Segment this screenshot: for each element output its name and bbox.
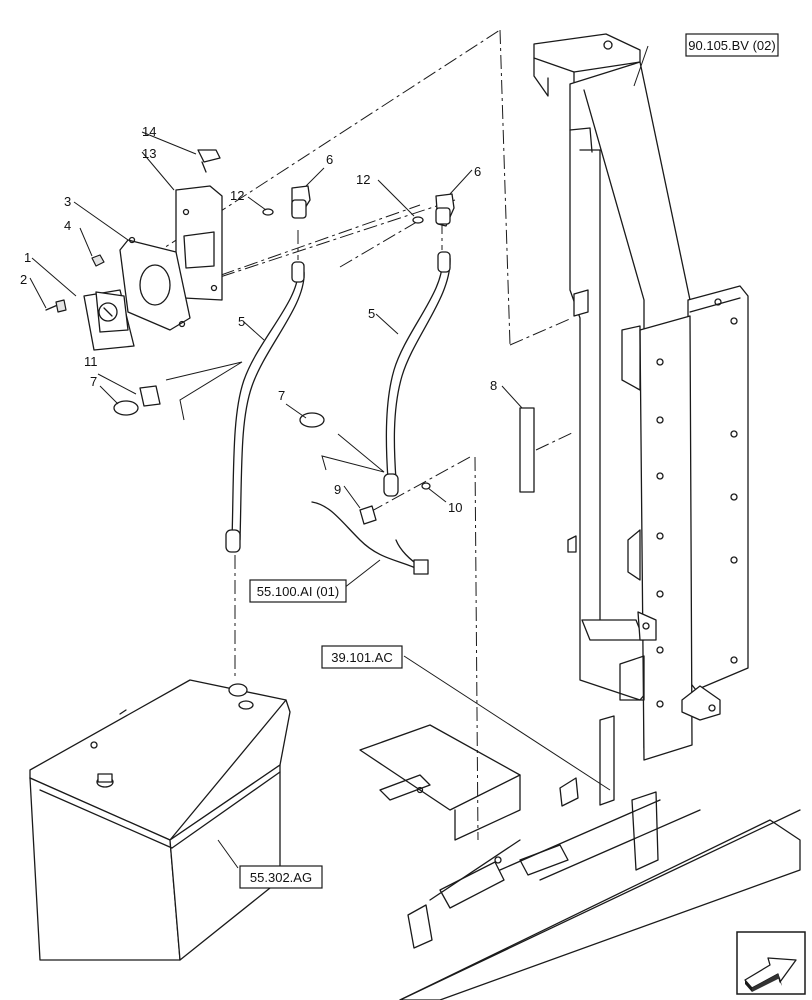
callout-5a: 5 [238,314,245,329]
callout-14: 14 [142,124,156,139]
callout-9: 9 [334,482,341,497]
callout-6a: 6 [326,152,333,167]
callout-8: 8 [490,378,497,393]
callout-6b: 6 [474,164,481,179]
leader-lines [29,45,649,869]
callout-7b: 7 [278,388,285,403]
callout-3: 3 [64,194,71,209]
svg-text:39.101.AC: 39.101.AC [331,650,392,665]
callout-13: 13 [142,146,156,161]
base-frame [359,715,801,1000]
callout-10: 10 [448,500,462,515]
callout-11: 11 [84,354,98,369]
svg-text:55.302.AG: 55.302.AG [250,870,312,885]
callout-12b: 12 [356,172,370,187]
svg-text:55.100.AI (01): 55.100.AI (01) [257,584,339,599]
arrow-icon[interactable] [736,931,806,995]
terminal-boots [262,185,455,227]
callout-7a: 7 [90,374,97,389]
callout-2: 2 [20,272,27,287]
callout-4: 4 [64,218,71,233]
frame-bracket [533,33,749,761]
reference-label-55-302[interactable]: 55.302.AG [239,865,323,889]
reference-label-39-101[interactable]: 39.101.AC [321,645,403,669]
callout-5b: 5 [368,306,375,321]
battery [29,679,291,961]
reference-label-90-105[interactable]: 90.105.BV (02) [685,33,779,57]
callout-1: 1 [24,250,31,265]
callout-12a: 12 [230,188,244,203]
socket-assembly [45,149,223,351]
battery-cables [225,251,451,553]
reference-label-55-100[interactable]: 55.100.AI (01) [249,579,347,603]
small-parts [113,385,535,575]
callout-numbers: 1 2 3 4 5 5 6 6 7 7 8 9 10 11 12 12 13 1… [20,124,497,515]
svg-text:90.105.BV (02): 90.105.BV (02) [688,38,775,53]
